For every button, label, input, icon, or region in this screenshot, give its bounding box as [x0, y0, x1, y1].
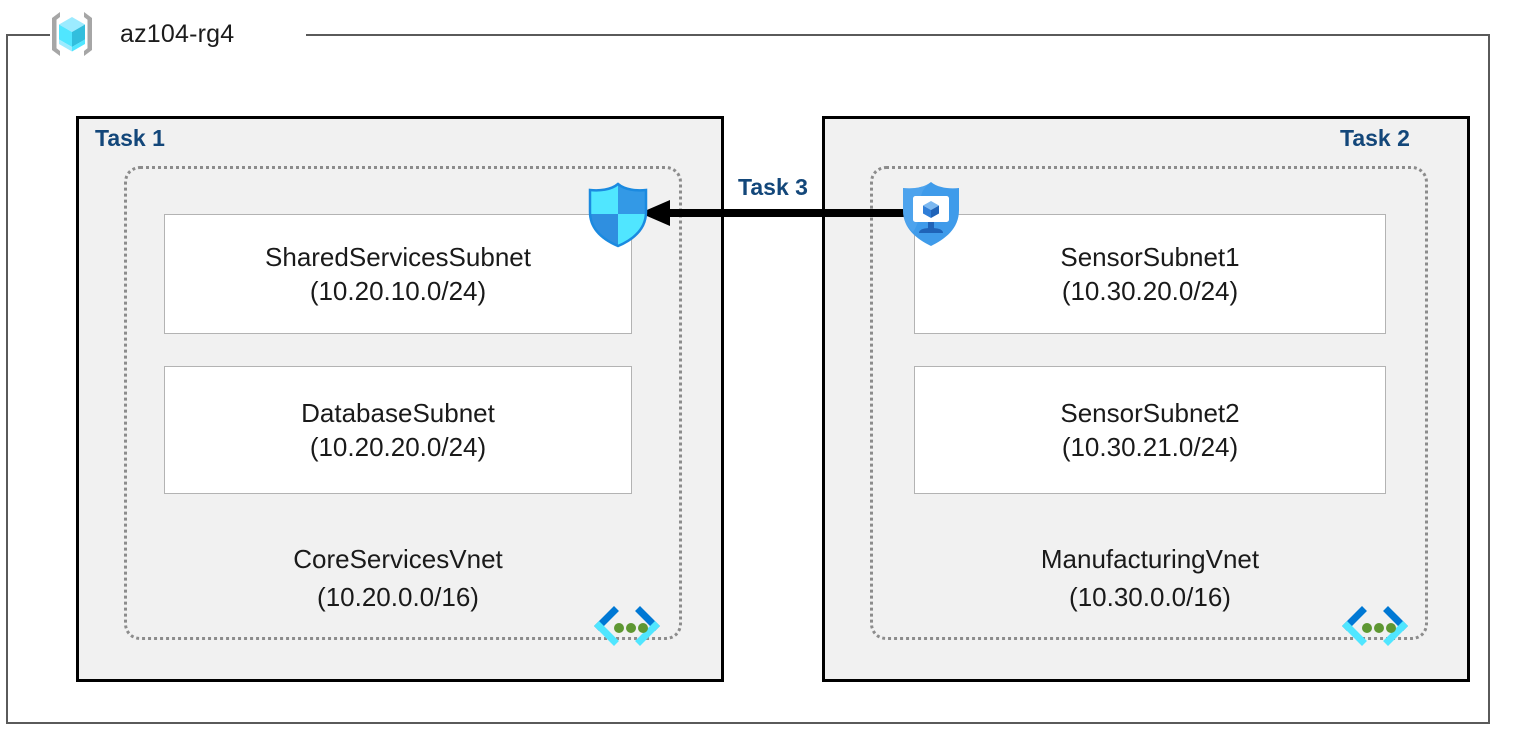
- vnet-icon: [1341, 606, 1409, 652]
- boundary-bottom-edge: [6, 722, 1490, 724]
- vnet-name: ManufacturingVnet: [1040, 544, 1260, 574]
- boundary-top-left-edge: [6, 34, 50, 36]
- subnet-name: SensorSubnet2: [1060, 398, 1240, 428]
- boundary-right-edge: [1488, 34, 1490, 724]
- task1-label: Task 1: [95, 125, 165, 151]
- boundary-left-edge: [6, 34, 8, 724]
- core-services-vnet-caption: CoreServicesVnet (10.20.0.0/16): [164, 540, 632, 616]
- vnet-cidr: (10.20.0.0/16): [317, 582, 479, 612]
- shield-bastion-icon: [899, 180, 963, 248]
- core-services-vnet-container: [124, 166, 682, 640]
- boundary-top-right-edge: [306, 34, 1490, 36]
- resource-group-name: az104-rg4: [120, 19, 235, 48]
- subnet-cidr: (10.20.10.0/24): [309, 276, 487, 306]
- vnet-name: CoreServicesVnet: [293, 544, 503, 574]
- vnet-cidr: (10.30.0.0/16): [1069, 582, 1231, 612]
- subnet-name: DatabaseSubnet: [301, 398, 495, 428]
- subnet-shared-services: SharedServicesSubnet (10.20.10.0/24): [164, 214, 632, 334]
- subnet-cidr: (10.20.20.0/24): [309, 432, 487, 462]
- resource-group-header: az104-rg4: [44, 5, 234, 63]
- manufacturing-vnet-container: [870, 166, 1428, 640]
- subnet-name: SensorSubnet1: [1060, 242, 1240, 272]
- resource-group-boundary: [6, 34, 1490, 724]
- subnet-name: SharedServicesSubnet: [265, 242, 531, 272]
- subnet-sensor-2: SensorSubnet2 (10.30.21.0/24): [914, 366, 1386, 494]
- task2-label: Task 2: [1340, 125, 1410, 151]
- shield-firewall-icon: [585, 182, 651, 248]
- manufacturing-vnet-caption: ManufacturingVnet (10.30.0.0/16): [914, 540, 1386, 616]
- task3-label: Task 3: [738, 174, 808, 200]
- subnet-cidr: (10.30.21.0/24): [1061, 432, 1239, 462]
- subnet-database: DatabaseSubnet (10.20.20.0/24): [164, 366, 632, 494]
- subnet-cidr: (10.30.20.0/24): [1061, 276, 1239, 306]
- peering-arrow-left-icon: [636, 196, 908, 230]
- vnet-icon: [593, 606, 661, 652]
- resource-group-cube-icon: [44, 6, 100, 62]
- subnet-sensor-1: SensorSubnet1 (10.30.20.0/24): [914, 214, 1386, 334]
